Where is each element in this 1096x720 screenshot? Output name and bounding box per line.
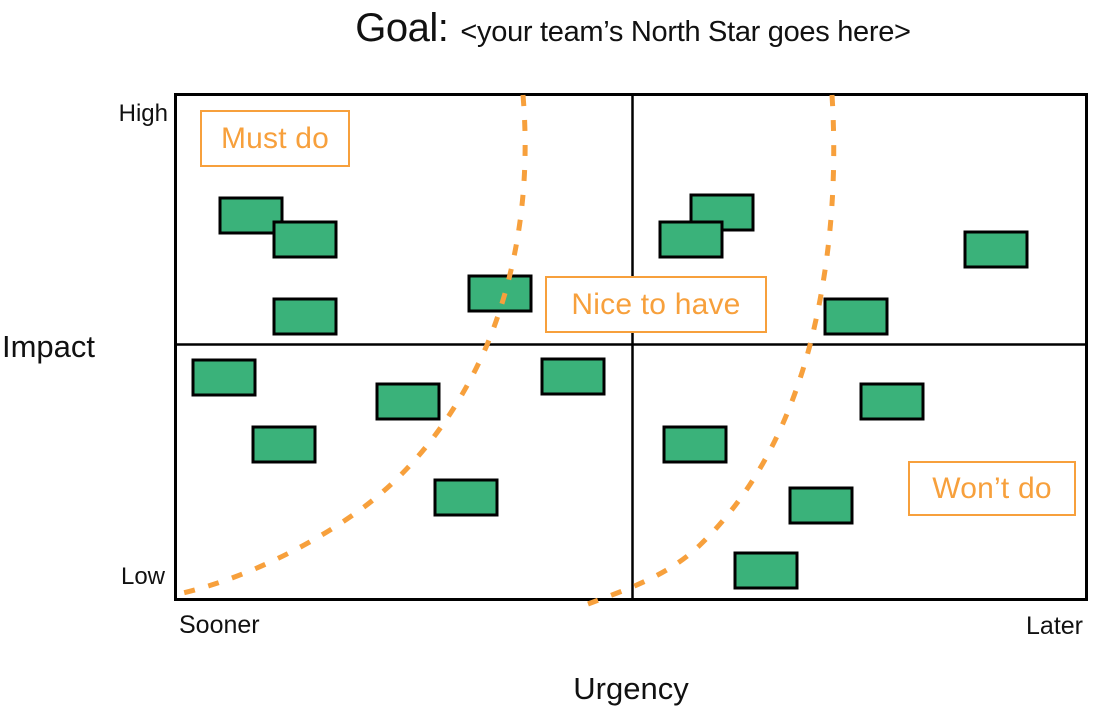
- x-axis-title: Urgency: [573, 671, 689, 706]
- y-axis-low-label: Low: [120, 563, 165, 590]
- item-card-wont-do[interactable]: [433, 478, 499, 517]
- item-card-wont-do[interactable]: [733, 551, 799, 590]
- item-card-nice-to-have[interactable]: [191, 358, 257, 397]
- cutoff-curves-group: [182, 94, 837, 607]
- wont-do-label: Won’t do: [908, 461, 1076, 516]
- goal-title-prefix: Goal:: [355, 6, 449, 50]
- y-axis-high-label: High: [118, 100, 168, 127]
- goal-title-placeholder: <your team’s North Star goes here>: [460, 16, 911, 48]
- item-card-must-do[interactable]: [467, 274, 533, 313]
- must-do-cutoff-curve: [182, 94, 528, 596]
- goal-title: Goal: <your team’s North Star goes here>: [170, 6, 1096, 51]
- item-card-must-do[interactable]: [218, 196, 284, 235]
- x-axis-later-label: Later: [1026, 612, 1083, 640]
- must-do-label: Must do: [200, 110, 350, 167]
- nice-to-have-label: Nice to have: [545, 276, 767, 333]
- item-card-wont-do[interactable]: [788, 486, 854, 525]
- item-card-nice-to-have[interactable]: [963, 230, 1029, 269]
- item-card-must-do[interactable]: [272, 220, 338, 259]
- item-cards-group: [191, 193, 1029, 590]
- y-axis-title: Impact: [2, 329, 96, 364]
- item-card-nice-to-have[interactable]: [251, 425, 317, 464]
- item-card-wont-do[interactable]: [662, 425, 728, 464]
- item-card-wont-do[interactable]: [859, 382, 925, 421]
- item-card-nice-to-have[interactable]: [658, 220, 724, 259]
- item-card-nice-to-have[interactable]: [375, 382, 441, 421]
- item-card-nice-to-have[interactable]: [540, 357, 606, 396]
- item-card-must-do[interactable]: [272, 297, 338, 336]
- nice-to-have-cutoff-curve: [587, 94, 837, 607]
- item-card-nice-to-have[interactable]: [823, 297, 889, 336]
- x-axis-sooner-label: Sooner: [179, 611, 260, 639]
- matrix-border: [174, 93, 1088, 601]
